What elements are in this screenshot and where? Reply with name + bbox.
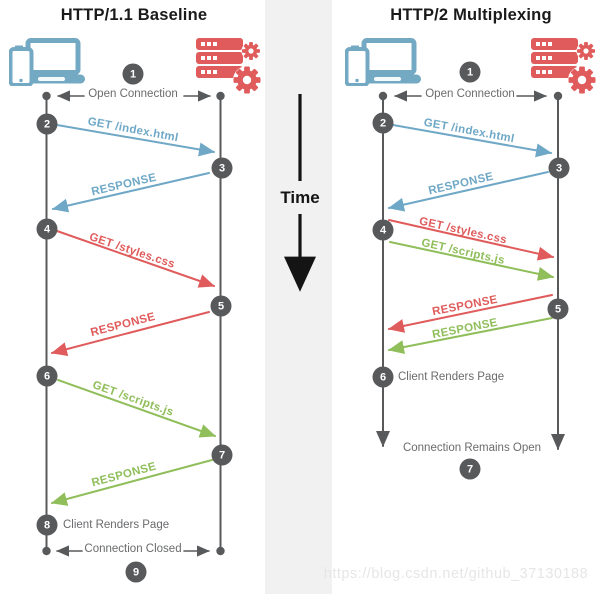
response-arrow-styles bbox=[388, 294, 553, 333]
connection-closed-label: Connection Closed bbox=[84, 543, 182, 555]
step-badge: 4 bbox=[36, 218, 58, 240]
response-arrow-index bbox=[388, 171, 549, 212]
step-badge: 7 bbox=[211, 444, 233, 466]
lifeline-dot bbox=[42, 91, 51, 101]
response-arrow-scripts bbox=[388, 317, 553, 354]
large-gear-icon bbox=[233, 66, 261, 94]
client-renders-label: Client Renders Page bbox=[63, 519, 170, 531]
response-arrow-styles bbox=[51, 311, 210, 356]
step-badge: 8 bbox=[36, 514, 58, 536]
step-badge: 1 bbox=[459, 61, 481, 83]
left-panel-lines bbox=[42, 90, 225, 557]
open-connection-label: Open Connection bbox=[88, 88, 178, 100]
step-badge: 2 bbox=[372, 112, 394, 134]
server-icon bbox=[196, 38, 261, 94]
lifeline-dot bbox=[378, 91, 388, 101]
step-badge: 9 bbox=[125, 561, 147, 583]
small-gear-icon bbox=[576, 41, 596, 61]
client-renders-label: Client Renders Page bbox=[398, 371, 505, 383]
lifeline-dot bbox=[216, 91, 225, 101]
lifeline-dot bbox=[42, 546, 51, 556]
connection-remains-open-label: Connection Remains Open bbox=[402, 442, 542, 454]
request-arrow-index bbox=[56, 124, 215, 157]
server-icon bbox=[531, 38, 596, 94]
step-badge: 3 bbox=[211, 157, 233, 179]
request-arrow-index bbox=[392, 124, 552, 158]
right-panel-lines bbox=[376, 90, 565, 450]
request-arrow-styles bbox=[388, 219, 554, 261]
step-badge: 1 bbox=[122, 63, 144, 85]
request-arrow-scripts bbox=[57, 379, 216, 438]
right-panel-title: HTTP/2 Multiplexing bbox=[390, 6, 552, 24]
client-devices-icon bbox=[345, 38, 421, 86]
step-badge: 5 bbox=[547, 298, 569, 320]
large-gear-icon bbox=[568, 66, 596, 94]
request-arrow-styles bbox=[56, 230, 215, 288]
step-badge: 4 bbox=[372, 219, 394, 241]
step-badge: 6 bbox=[36, 365, 58, 387]
response-arrow-index bbox=[52, 172, 210, 213]
client-devices-icon bbox=[9, 38, 85, 86]
step-badge: 5 bbox=[210, 295, 232, 317]
left-panel-title: HTTP/1.1 Baseline bbox=[60, 6, 208, 24]
small-gear-icon bbox=[241, 41, 261, 61]
request-arrow-scripts bbox=[389, 241, 554, 281]
step-badge: 3 bbox=[548, 157, 570, 179]
lifeline-dot bbox=[216, 546, 225, 556]
time-axis-label: Time bbox=[280, 188, 320, 207]
step-badge: 7 bbox=[459, 458, 481, 480]
response-arrow-scripts bbox=[51, 459, 213, 506]
open-connection-label: Open Connection bbox=[425, 88, 515, 100]
step-badge: 2 bbox=[36, 113, 58, 135]
watermark: https://blog.csdn.net/github_37130188 bbox=[323, 566, 589, 582]
lifeline-dot bbox=[553, 91, 563, 101]
step-badge: 6 bbox=[372, 366, 394, 388]
